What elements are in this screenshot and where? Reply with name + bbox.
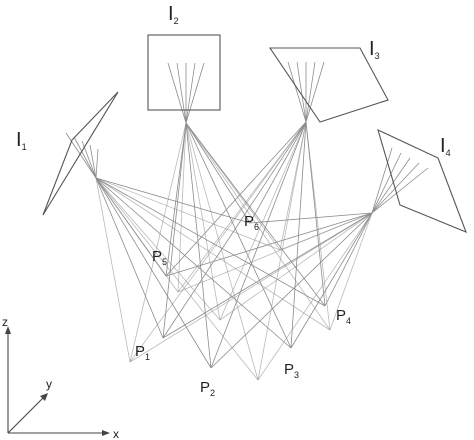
ray-extra-c1-3 [95, 177, 331, 331]
ray-c4-p3 [290, 212, 373, 349]
ray-extra-c2-6 [185, 122, 221, 321]
ray-c1-p6 [95, 177, 251, 224]
ray-extra-c3-5 [279, 121, 307, 251]
ray-image-c2-4 [185, 62, 196, 124]
label-I4: I4 [440, 135, 451, 158]
ray-image-c2-5 [185, 62, 205, 124]
ray-extra-c4-2 [257, 212, 373, 381]
ray-c4-p5 [165, 212, 373, 277]
y-axis [7, 394, 47, 434]
ray-c3-p2 [210, 121, 307, 369]
ray-image-c3-5 [305, 61, 325, 123]
ray-c2-p1 [162, 122, 187, 339]
ray-c2-p4 [185, 122, 326, 307]
z-axis-arrow [5, 326, 11, 334]
ray-c4-p2 [210, 212, 373, 369]
ray-c4-p6 [249, 212, 373, 224]
ray-c2-p2 [185, 122, 212, 369]
ray-c3-p1 [162, 121, 307, 339]
ray-extra-c2-4 [177, 122, 187, 293]
ray-extra-c3-1 [129, 121, 307, 363]
image-plane-1 [42, 91, 119, 216]
ray-image-c1-1 [65, 132, 97, 179]
label-P6: P6 [244, 213, 259, 232]
ray-c3-p3 [290, 121, 307, 349]
ray-image-c2-1 [167, 62, 187, 124]
image-plane-3 [268, 47, 389, 123]
label-P3: P3 [284, 361, 299, 380]
ray-extra-c3-6 [219, 121, 307, 321]
ray-c2-p6 [185, 122, 251, 224]
label-P2: P2 [200, 379, 215, 398]
label-I2: I2 [168, 3, 179, 26]
ray-image-c4-2 [371, 152, 402, 214]
ray-c3-p5 [165, 121, 307, 277]
label-P4: P4 [336, 307, 351, 326]
ray-extra-c1-2 [95, 177, 259, 381]
label-I1: I1 [16, 129, 27, 152]
ray-c1-p4 [95, 177, 326, 307]
ray-image-c2-2 [176, 62, 187, 124]
label-P1: P1 [135, 343, 150, 362]
ray-extra-c3-3 [305, 121, 331, 331]
ray-extra-c4-6 [219, 212, 373, 321]
ray-extra-c3-4 [177, 121, 307, 293]
ray-extra-c2-5 [185, 122, 281, 251]
ray-image-c4-1 [371, 147, 393, 214]
projection-rays [65, 61, 429, 381]
label-I3: I3 [369, 38, 380, 61]
ray-c2-p3 [185, 122, 292, 349]
ray-extra-c1-1 [95, 177, 131, 363]
ray-image-c1-2 [73, 136, 97, 179]
ray-extra-c4-5 [279, 212, 373, 251]
ray-image-c1-4 [89, 144, 97, 179]
ray-c2-p5 [165, 122, 187, 277]
ray-c1-p3 [95, 177, 292, 349]
ray-c1-p1 [95, 177, 164, 339]
ray-image-c1-5 [95, 148, 99, 179]
x-axis-arrow [102, 430, 110, 436]
y-axis-arrow [40, 393, 48, 401]
ray-c3-p6 [249, 121, 307, 224]
ray-extra-c3-2 [257, 121, 307, 381]
ray-c4-p1 [162, 212, 373, 339]
image-plane-4 [377, 128, 467, 233]
ray-image-c4-3 [371, 157, 411, 214]
ray-extra-c4-3 [329, 212, 373, 331]
ray-extra-c2-1 [129, 122, 187, 363]
ray-extra-c1-6 [95, 177, 221, 321]
ray-image-c3-1 [287, 61, 307, 123]
ray-image-c3-2 [296, 61, 307, 123]
ray-extra-c1-4 [95, 177, 179, 293]
ray-extra-c2-3 [185, 122, 331, 331]
ray-image-c4-5 [371, 167, 429, 214]
ray-extra-c2-2 [185, 122, 259, 381]
ray-c1-p2 [95, 177, 212, 369]
label-x: x [113, 427, 119, 440]
ray-image-c3-4 [305, 61, 316, 123]
image-plane-2 [147, 34, 221, 111]
label-y: y [46, 377, 52, 391]
ray-extra-c4-1 [129, 212, 373, 363]
ray-c4-p4 [324, 212, 373, 307]
ray-extra-c1-5 [95, 177, 281, 251]
image-plane-1-edge [42, 91, 119, 216]
label-z: z [2, 315, 8, 329]
label-P5: P5 [152, 248, 167, 267]
